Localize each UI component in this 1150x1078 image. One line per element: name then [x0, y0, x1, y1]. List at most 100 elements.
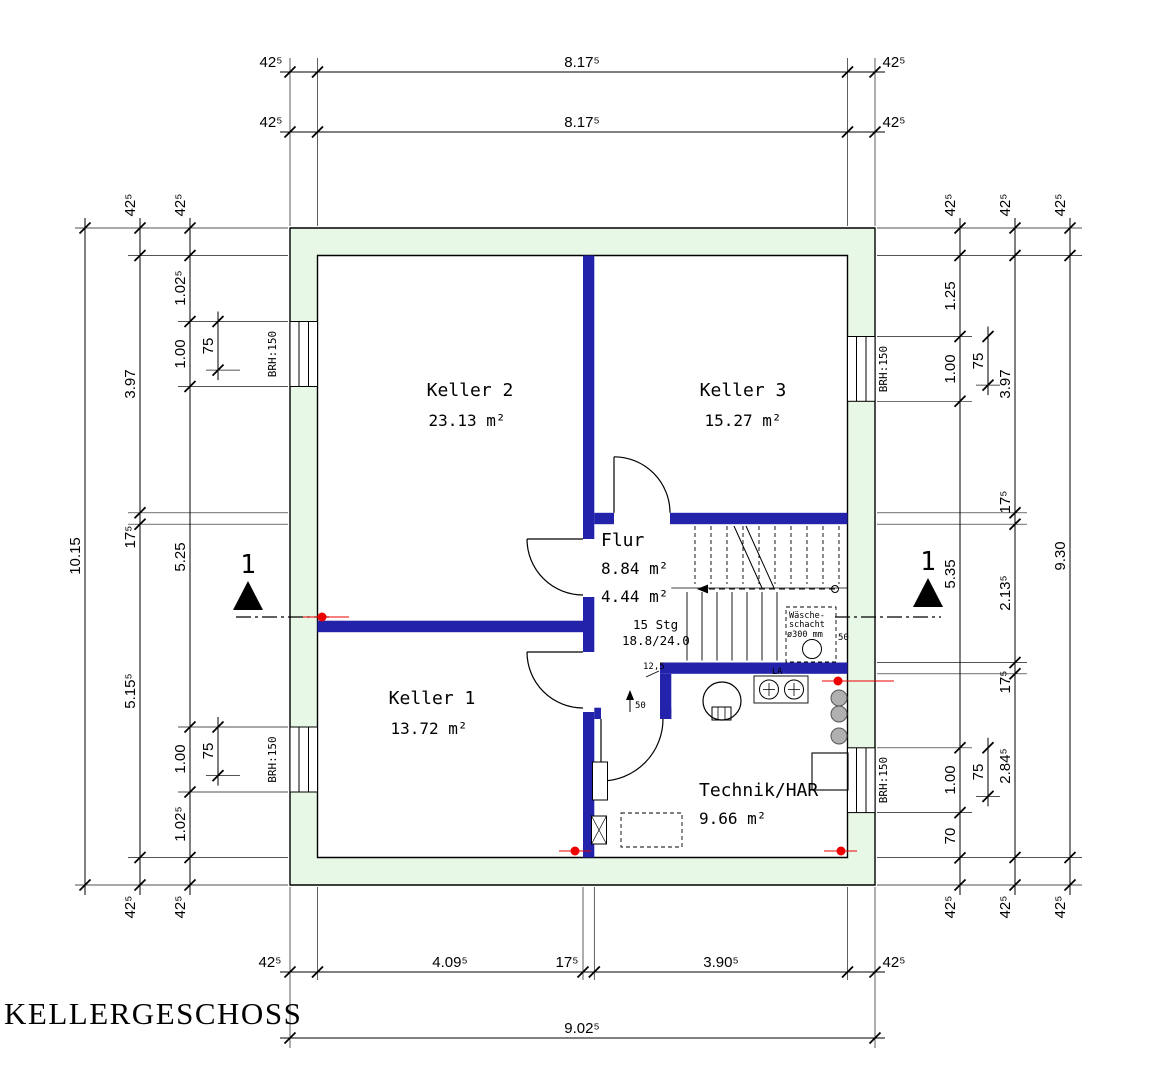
- dim-tick: [841, 965, 854, 979]
- dim-tick: [953, 249, 967, 262]
- window-right-top: [847, 336, 876, 402]
- dim-label: 1.25: [942, 281, 959, 310]
- window-left-top: [289, 321, 318, 387]
- section-triangle: [233, 581, 263, 610]
- sump-grate: [711, 706, 732, 721]
- dim-tick: [283, 125, 297, 139]
- dim-tick: [311, 65, 324, 79]
- dim-tick: [183, 851, 197, 864]
- section-triangle: [913, 578, 943, 607]
- dim-tick: [588, 965, 601, 979]
- room-area-flur-2: 4.44 m²: [601, 587, 668, 606]
- door-keller2: [526, 538, 584, 596]
- dim-label: 17⁵: [997, 491, 1014, 514]
- dim-label: 1.00: [172, 339, 189, 368]
- dim-label: 17⁵: [556, 954, 579, 971]
- door-technik: [600, 718, 664, 782]
- dim-tick: [1008, 667, 1022, 680]
- dim-label: 4.09⁵: [432, 954, 467, 971]
- dim-label: 42⁵: [259, 954, 282, 971]
- dim-tick: [953, 221, 967, 235]
- room-area-keller2: 23.13 m²: [428, 411, 505, 430]
- section-number-left: 1: [240, 550, 256, 580]
- extension-lines: [75, 58, 1082, 1048]
- room-name-keller1: Keller 1: [389, 688, 476, 709]
- dim-tick: [1008, 506, 1022, 519]
- dim-label: 1.02⁵: [172, 270, 189, 305]
- dim-tick: [78, 878, 92, 892]
- chute-pipe-circle: [802, 639, 822, 659]
- wall-segment: [317, 620, 583, 633]
- dimension-chain: 75: [970, 737, 995, 807]
- dim-label: 1.00: [172, 744, 189, 773]
- dim-label: 9.30: [1052, 541, 1069, 570]
- dim-label: 70: [942, 828, 959, 845]
- wall-segment: [583, 597, 595, 652]
- dim-tick: [133, 878, 147, 892]
- dimension-chain: 75: [200, 311, 225, 381]
- dim-tick: [283, 1031, 297, 1045]
- chute-label-1: Wäsche-: [789, 611, 825, 621]
- reference-dot: [570, 846, 580, 856]
- dim-tick: [1063, 221, 1077, 235]
- reference-dot: [833, 676, 843, 686]
- staircase: [626, 525, 848, 712]
- dim-tick: [953, 395, 967, 408]
- reference-marks: [303, 612, 894, 856]
- fixture-label: LA: [772, 667, 782, 677]
- room-labels: Keller 2 23.13 m² Keller 3 15.27 m² Kell…: [389, 380, 819, 828]
- dim-tick: [211, 363, 225, 377]
- dim-label: 42⁵: [260, 114, 283, 131]
- room-area-flur-1: 8.84 m²: [601, 559, 668, 578]
- dim-label: 42⁵: [942, 896, 959, 919]
- dim-label: 42⁵: [883, 54, 906, 71]
- dim-tick: [183, 315, 197, 328]
- dim-label: 9.02⁵: [564, 1020, 599, 1037]
- dim-label: 75: [970, 764, 987, 781]
- dim-tick: [133, 221, 147, 235]
- equipment-box: [811, 752, 849, 791]
- dim-tick: [1008, 878, 1022, 892]
- dim-label: 17⁵: [122, 526, 139, 549]
- sill-height-left-top: BRH:150: [266, 331, 279, 377]
- dim-tick: [868, 1031, 882, 1045]
- window-left-bottom: [289, 726, 318, 793]
- dim-tick: [953, 741, 967, 754]
- dim-tick: [841, 65, 854, 79]
- section-marker-right: [835, 578, 943, 618]
- dim-label: 42⁵: [997, 194, 1014, 217]
- interior-walls: [317, 255, 848, 858]
- dim-tick: [981, 790, 995, 803]
- reference-dot: [317, 612, 327, 622]
- dim-label: 42⁵: [883, 114, 906, 131]
- dim-tick: [1008, 851, 1022, 864]
- dim-label: 1.00: [942, 765, 959, 794]
- dim-tick: [1008, 221, 1022, 235]
- chute-label-2: schacht: [789, 620, 825, 630]
- wall-box: [591, 815, 607, 845]
- reference-dot: [836, 846, 846, 856]
- dim-label: 42⁵: [260, 54, 283, 71]
- dim-tick: [981, 330, 995, 343]
- wall-segment: [583, 712, 595, 858]
- dim-tick: [868, 65, 882, 79]
- dim-label: 8.17⁵: [564, 54, 599, 71]
- dim-tick: [1063, 851, 1077, 864]
- dim-tick: [1063, 249, 1077, 262]
- dimension-chain: 75: [970, 326, 995, 396]
- dim-tick: [183, 249, 197, 262]
- dim-label: 42⁵: [172, 896, 189, 919]
- stair-steps-label: 15 Stg: [633, 617, 678, 632]
- note-125: 12,5: [643, 662, 665, 672]
- dimension-chain: 42⁵ 8.17⁵ 42⁵: [260, 54, 906, 79]
- storage-dashed-box: [620, 812, 683, 848]
- wall-segment: [670, 512, 848, 525]
- chute-label-3: ø300 mm: [787, 630, 823, 640]
- wall-cabinet: [592, 761, 608, 801]
- dim-tick: [1008, 249, 1022, 262]
